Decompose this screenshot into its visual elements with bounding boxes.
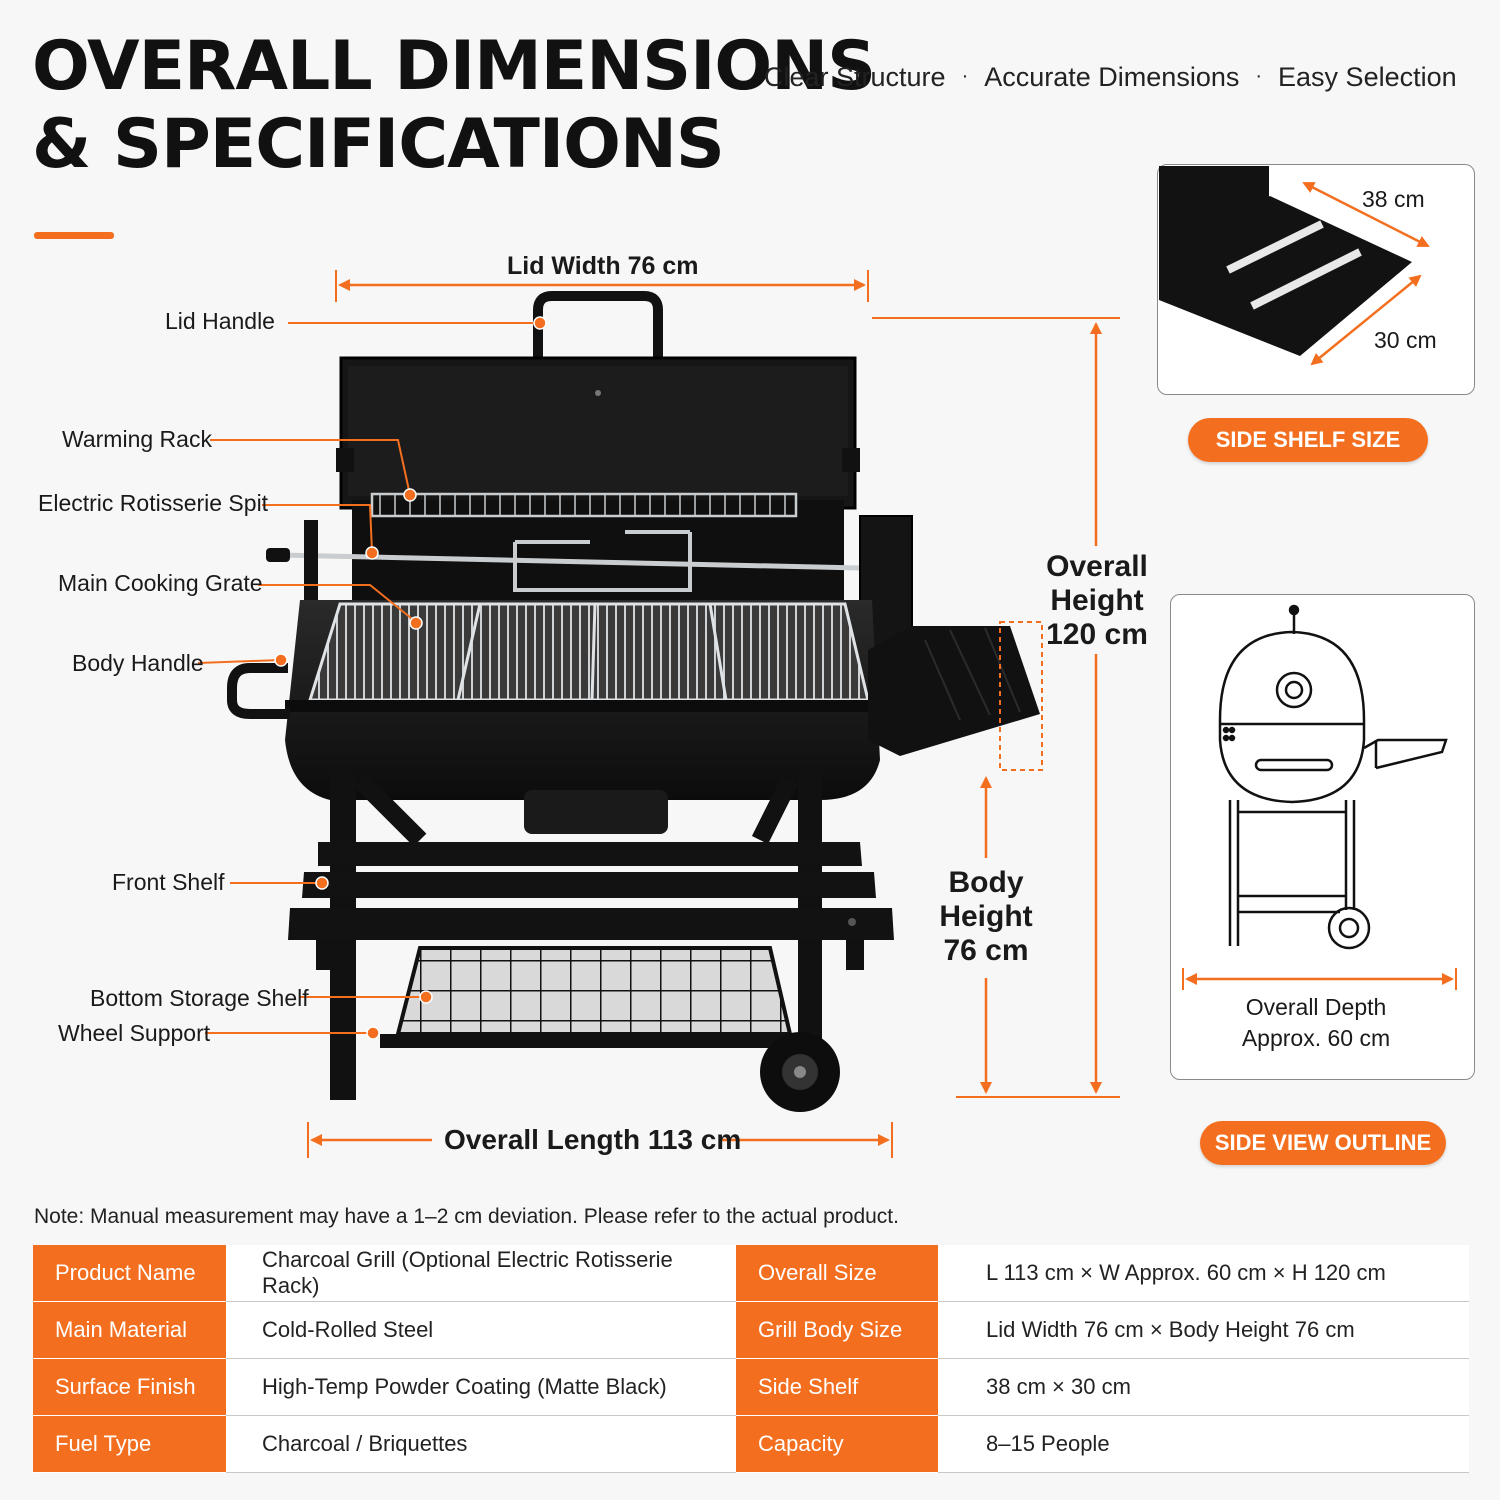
tag-clear-structure: Clear Structure (764, 62, 946, 92)
table-row: Main Material Cold-Rolled Steel Grill Bo… (33, 1301, 1469, 1359)
table-row: Fuel Type Charcoal / Briquettes Capacity… (33, 1415, 1469, 1473)
spec-key: Side Shelf (736, 1358, 938, 1416)
overall-height-line-1: Overall (1046, 550, 1148, 583)
spec-key: Capacity (736, 1415, 938, 1473)
callout-wheel-support: Wheel Support (58, 1020, 211, 1046)
callout-warming-rack: Warming Rack (62, 426, 212, 452)
callout-cooking-grate: Main Cooking Grate (58, 570, 263, 596)
spec-value: Cold-Rolled Steel (226, 1301, 736, 1359)
depth-line-2: Approx. 60 cm (1241, 1025, 1391, 1051)
side-view-depth-label: Overall Depth Approx. 60 cm (1196, 992, 1436, 1054)
spec-value: L 113 cm × W Approx. 60 cm × H 120 cm (938, 1245, 1469, 1302)
title-accent-bar (34, 232, 114, 239)
spec-value: 38 cm × 30 cm (938, 1358, 1469, 1416)
table-row: Surface Finish High-Temp Powder Coating … (33, 1358, 1469, 1416)
overall-height-dimension (872, 317, 1120, 1098)
body-height-label: Body Height 76 cm (936, 866, 1036, 968)
lid-width-label: Lid Width 76 cm (507, 252, 699, 280)
callout-bottom-shelf: Bottom Storage Shelf (90, 985, 309, 1011)
tag-separator: · (961, 65, 969, 87)
tagline: Clear Structure · Accurate Dimensions · Easy… (764, 62, 1457, 93)
tag-separator: · (1255, 65, 1263, 87)
callout-front-shelf: Front Shelf (112, 869, 225, 895)
page-title: OVERALL DIMENSIONS & SPECIFICATIONS (32, 27, 876, 184)
spec-table: Product Name Charcoal Grill (Optional El… (33, 1245, 1469, 1473)
overall-length-dimension (307, 1122, 893, 1158)
spec-value: Lid Width 76 cm × Body Height 76 cm (938, 1301, 1469, 1359)
side-view-outline (1218, 604, 1448, 950)
tag-accurate-dimensions: Accurate Dimensions (984, 62, 1240, 92)
title-line-2: & SPECIFICATIONS (32, 105, 725, 184)
callout-rotisserie-spit: Electric Rotisserie Spit (38, 490, 269, 516)
title-line-1: OVERALL DIMENSIONS (32, 27, 876, 106)
lid-width-dimension (335, 270, 869, 302)
depth-line-1: Overall Depth (1245, 994, 1387, 1020)
spec-key: Product Name (33, 1245, 226, 1302)
front-shelf-slats (288, 842, 894, 940)
side-view-outline-badge: SIDE VIEW OUTLINE (1200, 1121, 1446, 1165)
body-height-line-2: Height (939, 900, 1033, 933)
tag-easy-selection: Easy Selection (1278, 62, 1457, 92)
side-view-panel (1170, 594, 1475, 1080)
table-row: Product Name Charcoal Grill (Optional El… (33, 1245, 1469, 1302)
overall-height-label: Overall Height 120 cm (1040, 550, 1154, 652)
spec-value: High-Temp Powder Coating (Matte Black) (226, 1358, 736, 1416)
spec-value: Charcoal Grill (Optional Electric Rotiss… (226, 1245, 736, 1302)
spec-value: Charcoal / Briquettes (226, 1415, 736, 1473)
spec-value: 8–15 People (938, 1415, 1469, 1473)
spec-key: Overall Size (736, 1245, 938, 1302)
spec-key: Main Material (33, 1301, 226, 1359)
shelf-width-label: 38 cm (1362, 186, 1425, 212)
overall-height-line-2: Height (1050, 584, 1144, 617)
body-height-line-3: 76 cm (943, 934, 1029, 967)
overall-height-line-3: 120 cm (1046, 618, 1148, 651)
side-view-depth-dimension (1182, 968, 1457, 990)
shelf-depth-label: 30 cm (1374, 327, 1437, 353)
spec-key: Grill Body Size (736, 1301, 938, 1359)
callout-body-handle: Body Handle (72, 650, 204, 676)
side-shelf-size-badge: SIDE SHELF SIZE (1188, 418, 1428, 462)
measurement-note: Note: Manual measurement may have a 1–2 … (34, 1205, 899, 1228)
spec-key: Fuel Type (33, 1415, 226, 1473)
overall-length-label: Overall Length 113 cm (444, 1124, 742, 1155)
body-height-line-1: Body (948, 866, 1024, 899)
callout-lid-handle: Lid Handle (165, 308, 275, 334)
spec-key: Surface Finish (33, 1358, 226, 1416)
side-shelf-closeup (1159, 166, 1430, 366)
